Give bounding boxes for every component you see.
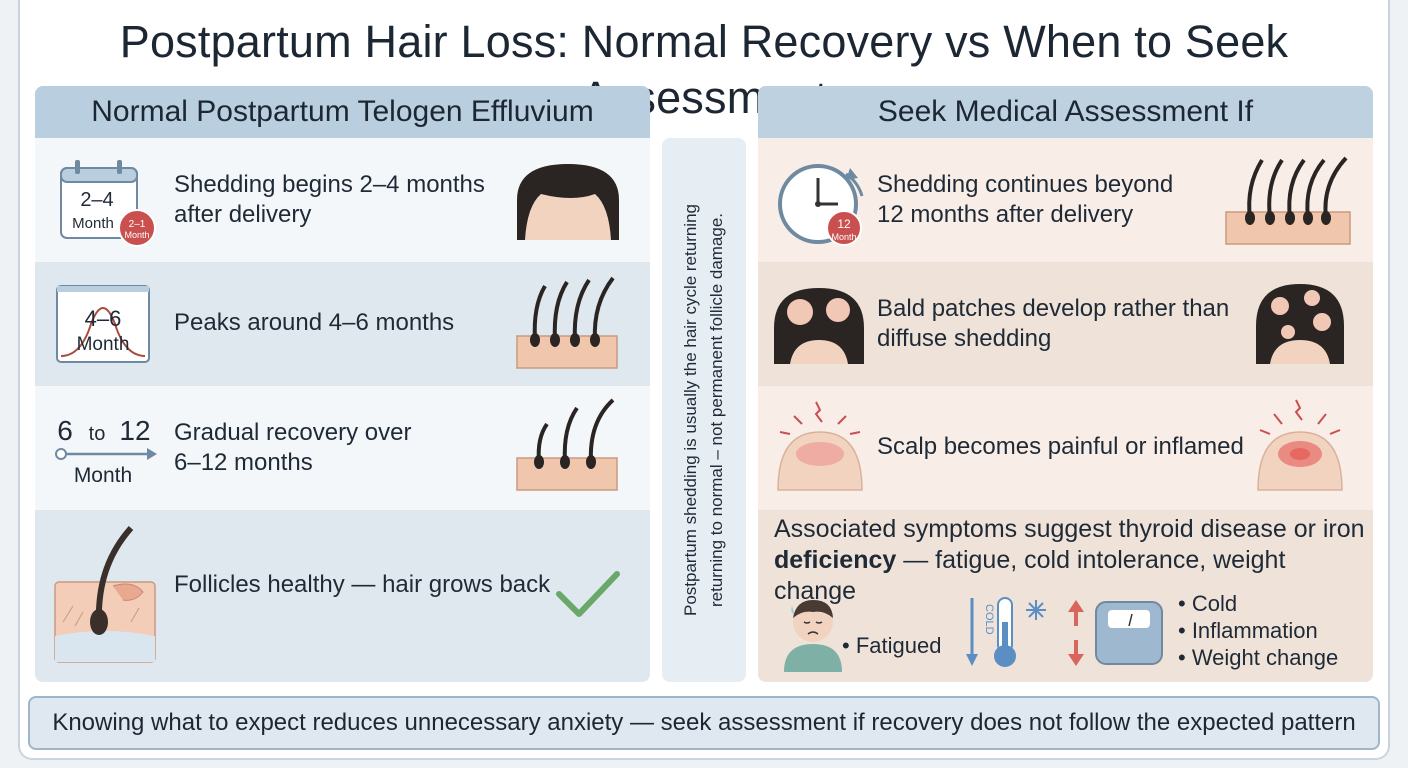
- normal-panel-heading: Normal Postpartum Telogen Effluvium: [35, 86, 650, 138]
- multiple-bald-patches-icon: [1256, 284, 1344, 364]
- hair-follicles-icon: [516, 276, 618, 369]
- svg-text:Month: Month: [77, 334, 130, 355]
- inflamed-scalp-icon-2: [1257, 399, 1343, 491]
- healthy-follicle-icon: [54, 526, 156, 663]
- symptom-bullets: • Cold • Inflammation • Weight change: [1178, 591, 1339, 670]
- normal-row-recovery: 6 to 12 Month Gradual recovery over 6–12…: [35, 386, 650, 510]
- timeline-arrow-icon: 6 to 12 Month: [55, 415, 157, 487]
- svg-text:Month: Month: [72, 215, 114, 232]
- svg-text:Month: Month: [124, 230, 149, 240]
- cold-thermometer-icon: COLD: [966, 597, 1046, 667]
- svg-text:6: 6: [57, 415, 73, 446]
- svg-text:12: 12: [837, 217, 851, 231]
- prolonged-text: Shedding continues beyond 12 months afte…: [877, 171, 1174, 228]
- seek-panel-heading: Seek Medical Assessment If: [758, 86, 1373, 138]
- inflamed-text: Scalp becomes painful or inflamed: [877, 433, 1244, 460]
- bald-patch-head-icon: [774, 288, 864, 364]
- seek-row-prolonged: 12 Month Shedding continues beyond 12 mo…: [758, 138, 1373, 262]
- svg-text:Month: Month: [831, 232, 856, 242]
- fatigued-person-icon: [784, 600, 842, 672]
- footer-banner: Knowing what to expect reduces unnecessa…: [28, 696, 1380, 750]
- svg-text:2–4: 2–4: [80, 189, 113, 211]
- calendar-icon: 2–4 Month 2–1 Month: [60, 160, 156, 247]
- normal-recovery-panel: Normal Postpartum Telogen Effluvium 2–4 …: [35, 86, 650, 682]
- associated-symptoms-text: Associated symptoms suggest thyroid dise…: [774, 515, 1365, 605]
- clock-icon: 12 Month: [778, 164, 864, 246]
- middle-reassurance-note: Postpartum shedding is usually the hair …: [662, 138, 746, 682]
- bald-patches-text: Bald patches develop rather than diffuse…: [877, 295, 1230, 352]
- peak-text: Peaks around 4–6 months: [174, 309, 455, 336]
- follicles-text: Follicles healthy — hair grows back: [174, 571, 551, 598]
- bell-curve-calendar-icon: 4–6 Month: [56, 285, 150, 363]
- normal-row-onset: 2–4 Month 2–1 Month Shedding begins 2–4 …: [35, 138, 650, 262]
- bathroom-scale-icon: [1095, 601, 1163, 665]
- seek-row-inflamed: Scalp becomes painful or inflamed: [758, 386, 1373, 510]
- seek-row-bald-patches: Bald patches develop rather than diffuse…: [758, 262, 1373, 386]
- checkmark-icon: [556, 571, 620, 617]
- svg-text:4–6: 4–6: [85, 306, 122, 331]
- svg-text:2–1: 2–1: [129, 219, 146, 230]
- svg-text:COLD: COLD: [983, 604, 995, 635]
- svg-text:Month: Month: [74, 464, 132, 487]
- normal-row-peak: 4–6 Month Peaks around 4–6 months: [35, 262, 650, 386]
- normal-row-follicles: Follicles healthy — hair grows back: [35, 510, 650, 682]
- seek-row-associated: Associated symptoms suggest thyroid dise…: [758, 510, 1373, 682]
- onset-text: Shedding begins 2–4 months after deliver…: [174, 171, 485, 228]
- thinning-head-icon: [517, 164, 619, 240]
- recovery-text: Gradual recovery over 6–12 months: [174, 419, 412, 476]
- regrowing-hair-icon: [516, 398, 618, 491]
- svg-text:12: 12: [119, 415, 150, 446]
- long-hair-shedding-icon: [1225, 156, 1351, 245]
- inflamed-scalp-icon: [777, 401, 863, 491]
- weight-change-arrows-icon: [1068, 600, 1084, 666]
- svg-text:to: to: [89, 423, 106, 445]
- middle-note-text: Postpartum shedding is usually the hair …: [681, 204, 726, 616]
- fatigued-label: • Fatigued: [842, 633, 942, 658]
- seek-assessment-panel: Seek Medical Assessment If 12 Month Shed…: [758, 86, 1373, 682]
